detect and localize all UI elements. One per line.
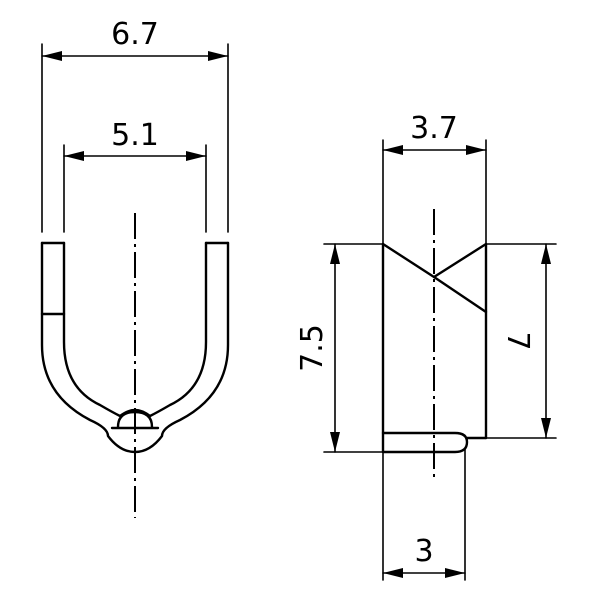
dimension-overall-width: 6.7 [41, 17, 229, 61]
dimension-inner-width: 5.1 [63, 118, 207, 161]
top-width-label: 3.7 [410, 111, 458, 146]
dimension-overall-height: 7.5 [295, 243, 340, 453]
inner-width-label: 5.1 [111, 118, 159, 153]
dimension-top-width: 3.7 [382, 111, 487, 155]
bottom-width-label: 3 [414, 534, 433, 569]
front-view: 6.7 5.1 [40, 17, 230, 518]
side-view: 3.7 7.5 7 3 [295, 111, 557, 581]
side-body [381, 242, 488, 454]
dimension-bottom-width: 3 [382, 534, 466, 578]
overall-height-label: 7.5 [295, 324, 330, 372]
overall-width-label: 6.7 [111, 17, 159, 52]
inner-height-label: 7 [500, 331, 535, 350]
dimension-inner-height: 7 [500, 243, 551, 439]
